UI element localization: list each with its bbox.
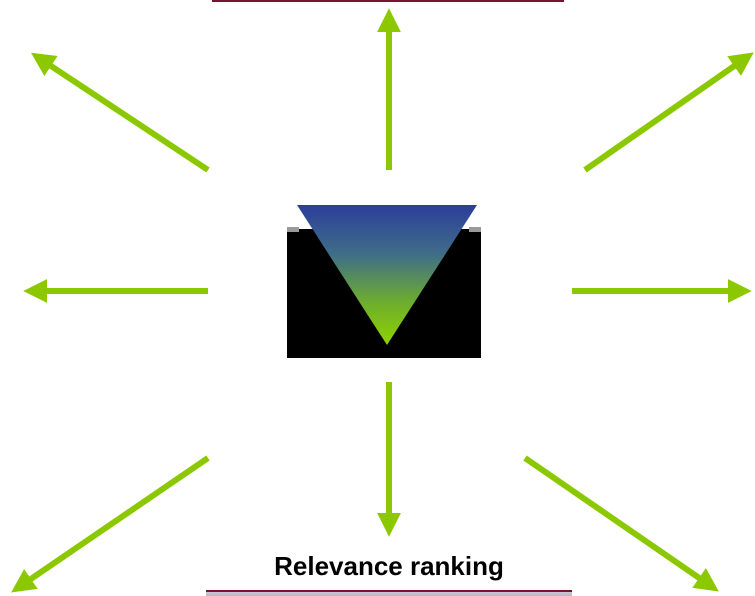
funnel-triangle-icon (287, 205, 481, 358)
arrow-up-right-icon (583, 52, 754, 173)
arrow-up-left-icon (30, 52, 210, 173)
top-edge-bar (212, 0, 564, 2)
bottom-edge-bar (206, 590, 572, 596)
icon-gray-edge-left (287, 227, 299, 232)
funnel-triangle (297, 205, 477, 345)
arrow-down-left-icon (11, 455, 210, 593)
arrows-group (11, 8, 754, 593)
arrow-down-right-icon (523, 455, 719, 592)
icon-gray-edge-right (469, 227, 481, 232)
caption-relevance-ranking: Relevance ranking (274, 551, 504, 581)
